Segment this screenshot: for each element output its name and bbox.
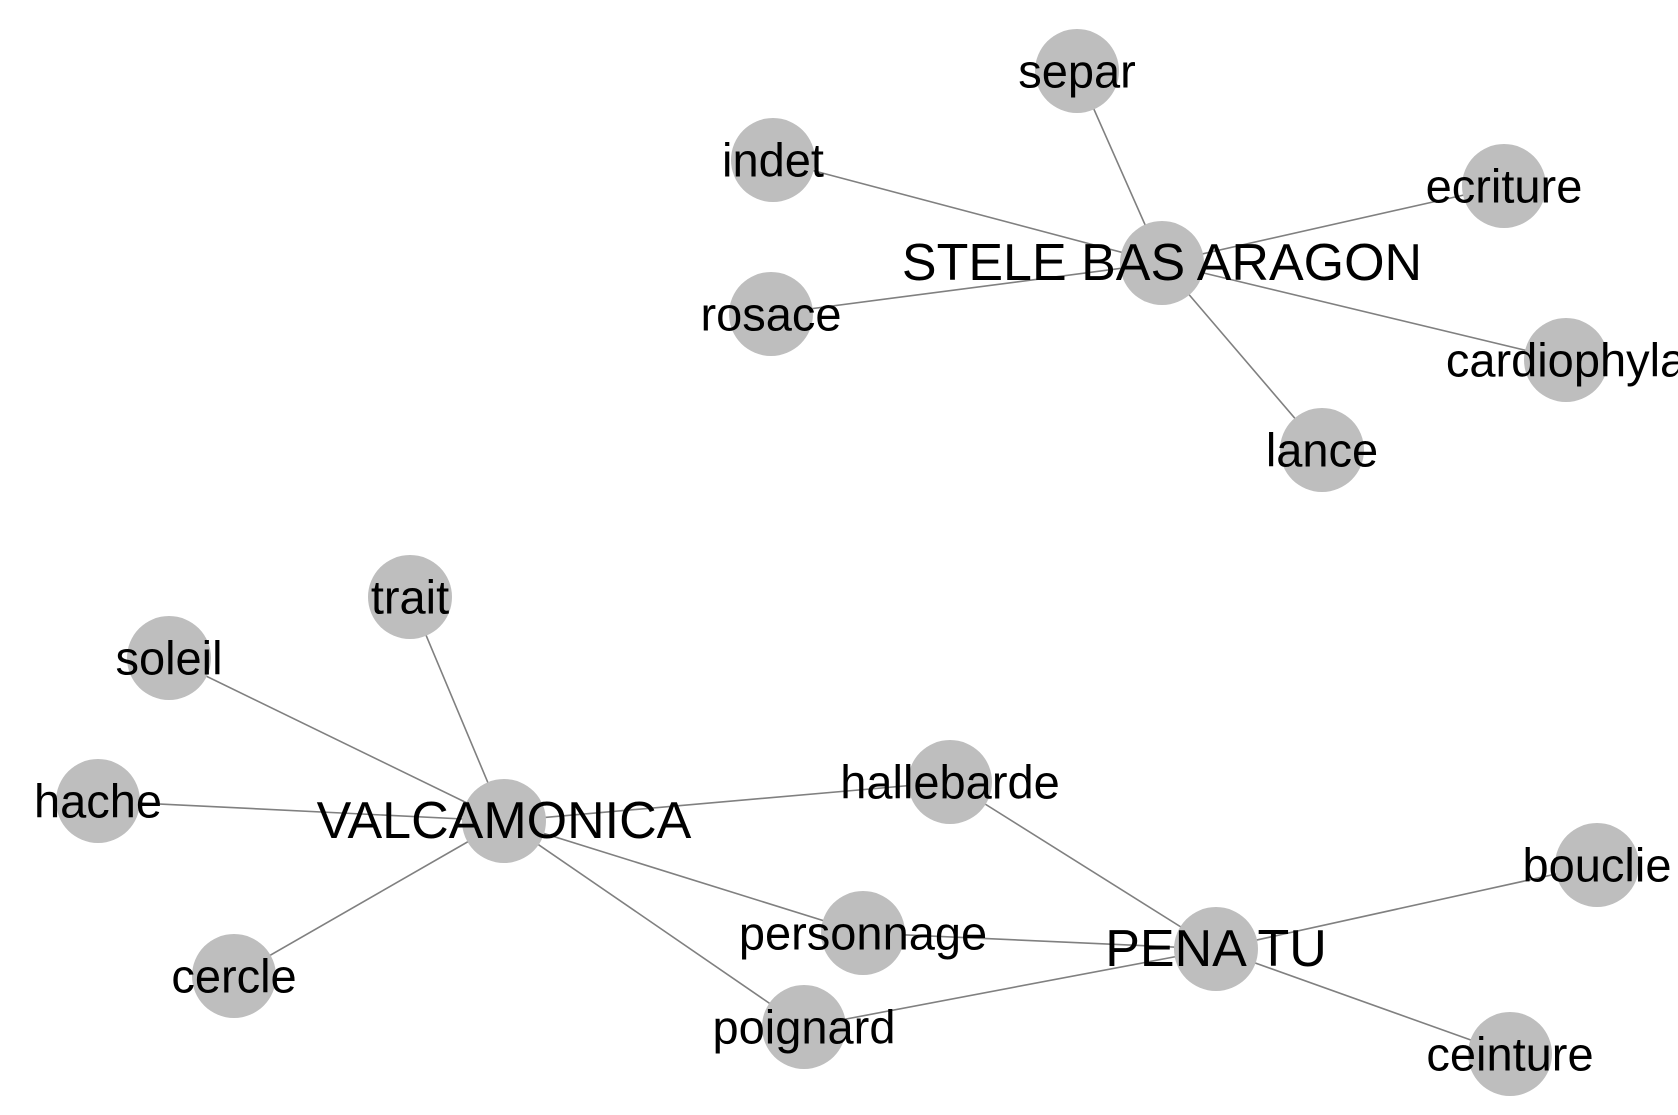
node-stele xyxy=(1120,221,1204,305)
edge-penatu-ceinture xyxy=(1215,948,1511,1055)
node-soleil xyxy=(127,616,211,700)
node-personnage xyxy=(821,891,905,975)
node-label-cercle: cercle xyxy=(171,950,296,1003)
node-lance xyxy=(1280,408,1364,492)
node-label-rosace: rosace xyxy=(700,288,841,341)
edge-penatu-poignard xyxy=(803,948,1217,1028)
edge-valcamonica-hallebarde xyxy=(503,781,951,822)
edge-stele-ecriture xyxy=(1161,185,1505,264)
node-label-hache: hache xyxy=(34,775,162,828)
node-ecriture xyxy=(1462,144,1546,228)
label-layer: STELE BAS ARAGON separ indet ecriture rosace… xyxy=(34,45,1678,1081)
node-label-hallebarde: hallebarde xyxy=(840,756,1060,809)
edge-stele-cardiophyla xyxy=(1161,262,1567,361)
node-hallebarde xyxy=(908,740,992,824)
node-label-personnage: personnage xyxy=(739,907,987,960)
node-cercle xyxy=(192,934,276,1018)
edge-valcamonica-soleil xyxy=(168,657,505,822)
edge-penatu-bouclier xyxy=(1215,864,1598,950)
node-bouclier xyxy=(1555,823,1639,907)
node-label-indet: indet xyxy=(722,134,824,187)
node-trait xyxy=(368,555,452,639)
node-label-cardiophyla: cardiophyla xyxy=(1446,334,1678,387)
node-label-bouclier: bouclie xyxy=(1523,839,1672,892)
node-indet xyxy=(731,118,815,202)
node-penatu xyxy=(1174,907,1258,991)
edge-valcamonica-personnage xyxy=(503,820,864,934)
node-label-soleil: soleil xyxy=(115,632,222,685)
edge-penatu-personnage xyxy=(862,932,1217,950)
edge-valcamonica-poignard xyxy=(503,820,805,1028)
node-poignard xyxy=(762,985,846,1069)
node-separ xyxy=(1035,29,1119,113)
node-ceinture xyxy=(1468,1012,1552,1096)
node-label-stele: STELE BAS ARAGON xyxy=(902,234,1422,292)
node-layer xyxy=(56,29,1639,1096)
node-cardiophyla xyxy=(1524,318,1608,402)
node-label-ecriture: ecriture xyxy=(1426,160,1583,213)
node-label-poignard: poignard xyxy=(713,1001,896,1054)
edge-stele-indet xyxy=(772,159,1163,264)
node-rosace xyxy=(729,272,813,356)
edge-valcamonica-cercle xyxy=(233,820,505,977)
node-label-ceinture: ceinture xyxy=(1426,1028,1593,1081)
node-label-penatu: PENA TU xyxy=(1105,920,1327,978)
node-valcamonica xyxy=(462,779,546,863)
node-hache xyxy=(56,759,140,843)
node-label-lance: lance xyxy=(1266,424,1378,477)
edge-stele-rosace xyxy=(770,262,1163,315)
edge-penatu-hallebarde xyxy=(949,781,1217,950)
edge-valcamonica-hache xyxy=(97,800,505,822)
node-label-trait: trait xyxy=(371,571,449,624)
node-label-separ: separ xyxy=(1018,45,1136,98)
node-label-valcamonica: VALCAMONICA xyxy=(317,792,692,850)
